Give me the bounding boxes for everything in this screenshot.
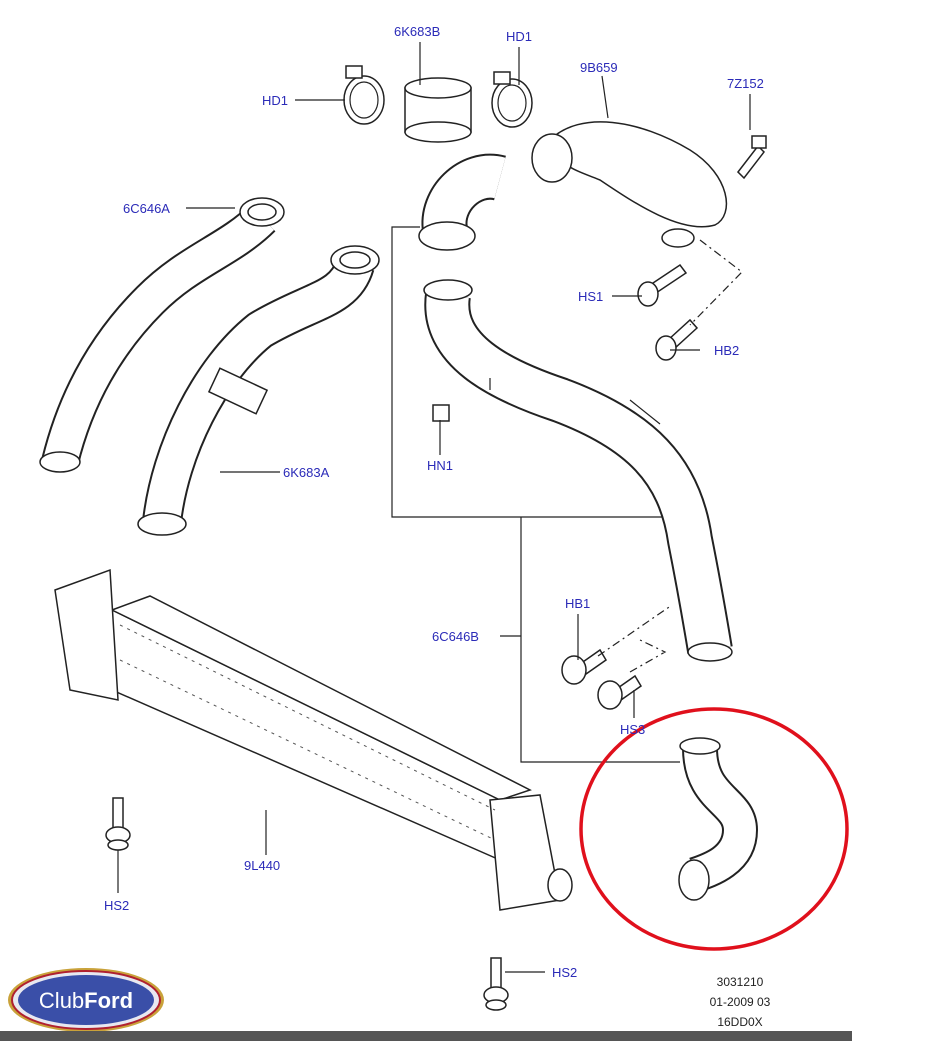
- bolt-HB2: [655, 318, 699, 361]
- highlighted-hose: [678, 737, 758, 901]
- clamp-hd1-left: [343, 65, 385, 125]
- reference-block: 3031210 01-2009 03 16DD0X: [710, 975, 771, 1029]
- label-HS2-bottom: HS2: [552, 965, 577, 980]
- clubford-logo: ClubFord: [8, 968, 164, 1032]
- bolt-HS1: [637, 263, 688, 307]
- bolt-7Z152: [737, 135, 767, 180]
- housing-9B659: [531, 121, 728, 248]
- label-HD1-left: HD1: [262, 93, 288, 108]
- label-HS2-left: HS2: [104, 898, 129, 913]
- logo-text-club: Club: [39, 988, 84, 1013]
- hose-6C646A: [39, 197, 285, 473]
- label-HS1: HS1: [578, 289, 603, 304]
- reference-date: 01-2009 03: [710, 995, 771, 1009]
- part-labels: 6K683B HD1 HD1 9B659 7Z152 6C646A HS1 HB…: [104, 24, 764, 980]
- highlight-circle: [579, 707, 849, 951]
- label-HB1: HB1: [565, 596, 590, 611]
- svg-text:ClubFord: ClubFord: [39, 988, 133, 1013]
- clamp-hd1-right: [491, 71, 533, 128]
- label-6C646A: 6C646A: [123, 201, 170, 216]
- label-9L440: 9L440: [244, 858, 280, 873]
- label-HN1: HN1: [427, 458, 453, 473]
- sleeve-6K683B: [404, 77, 472, 143]
- pipe-6C646B: [418, 153, 733, 662]
- bolt-HB1: [561, 648, 608, 685]
- group-bracket-lines: [391, 226, 680, 763]
- logo-text-ford: Ford: [84, 988, 133, 1013]
- intercooler-9L440: [54, 568, 573, 911]
- bottom-bar: [0, 1031, 852, 1041]
- reference-number: 3031210: [717, 975, 764, 989]
- hose-6K683A: [137, 245, 380, 536]
- screw-HS2-left: [105, 797, 131, 851]
- label-6K683B: 6K683B: [394, 24, 440, 39]
- label-HB2: HB2: [714, 343, 739, 358]
- label-7Z152: 7Z152: [727, 76, 764, 91]
- label-HS3: HS3: [620, 722, 645, 737]
- leader-lines: [117, 42, 751, 973]
- bolt-HS3: [597, 674, 643, 710]
- label-6K683A: 6K683A: [283, 465, 330, 480]
- reference-code: 16DD0X: [717, 1015, 762, 1029]
- nut-HN1: [432, 404, 450, 422]
- screw-HS2-bottom: [483, 957, 509, 1011]
- label-6C646B: 6C646B: [432, 629, 479, 644]
- label-9B659: 9B659: [580, 60, 618, 75]
- label-HD1-top: HD1: [506, 29, 532, 44]
